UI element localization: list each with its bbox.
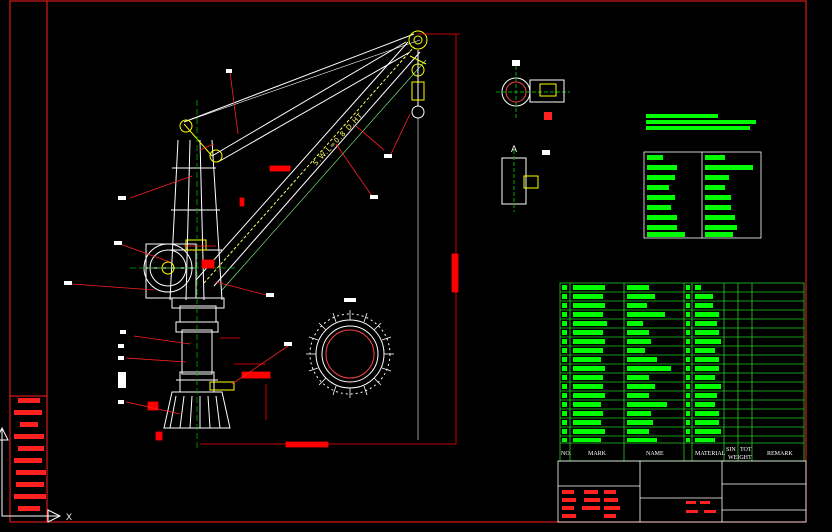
header-tot: TOT xyxy=(740,447,752,453)
header-no: NO. xyxy=(561,451,572,457)
sheave-detail-view xyxy=(496,60,570,120)
king-post-top-sheave xyxy=(179,119,223,163)
leader-lines xyxy=(71,71,411,415)
parameter-table xyxy=(643,151,762,239)
crane-boom xyxy=(195,41,427,291)
balloon-tags xyxy=(64,69,392,404)
revision-column xyxy=(10,395,47,511)
parts-list-header: NO. MARK NAME MATERIAL SIN TOT WEIGHT RE… xyxy=(561,447,793,461)
header-weight: WEIGHT xyxy=(728,455,752,461)
parts-list-table: NO. MARK NAME MATERIAL SIN TOT WEIGHT RE… xyxy=(559,282,805,462)
header-name: NAME xyxy=(646,451,664,457)
centerlines xyxy=(130,100,236,450)
luffing-cylinder xyxy=(183,41,411,163)
header-mark: MARK xyxy=(588,451,607,457)
drawing-frame xyxy=(9,0,807,523)
view-a-detail: A xyxy=(501,144,550,212)
crane-elevation-view: S.W.L=0.8 D.HT xyxy=(143,30,428,440)
ucs-x-label: X xyxy=(66,512,72,522)
hook-block xyxy=(411,50,425,119)
header-material: MATERIAL xyxy=(695,451,726,457)
view-a-mark: A xyxy=(511,144,517,154)
technical-notes xyxy=(646,114,756,130)
header-sin: SIN xyxy=(726,447,736,453)
title-block xyxy=(557,460,807,523)
pedestal-base xyxy=(163,371,231,429)
dimension-lines xyxy=(147,33,460,448)
header-remark: REMARK xyxy=(767,451,793,457)
ucs-icon: X xyxy=(0,426,72,523)
slewing-ring-plan-view xyxy=(306,310,394,398)
